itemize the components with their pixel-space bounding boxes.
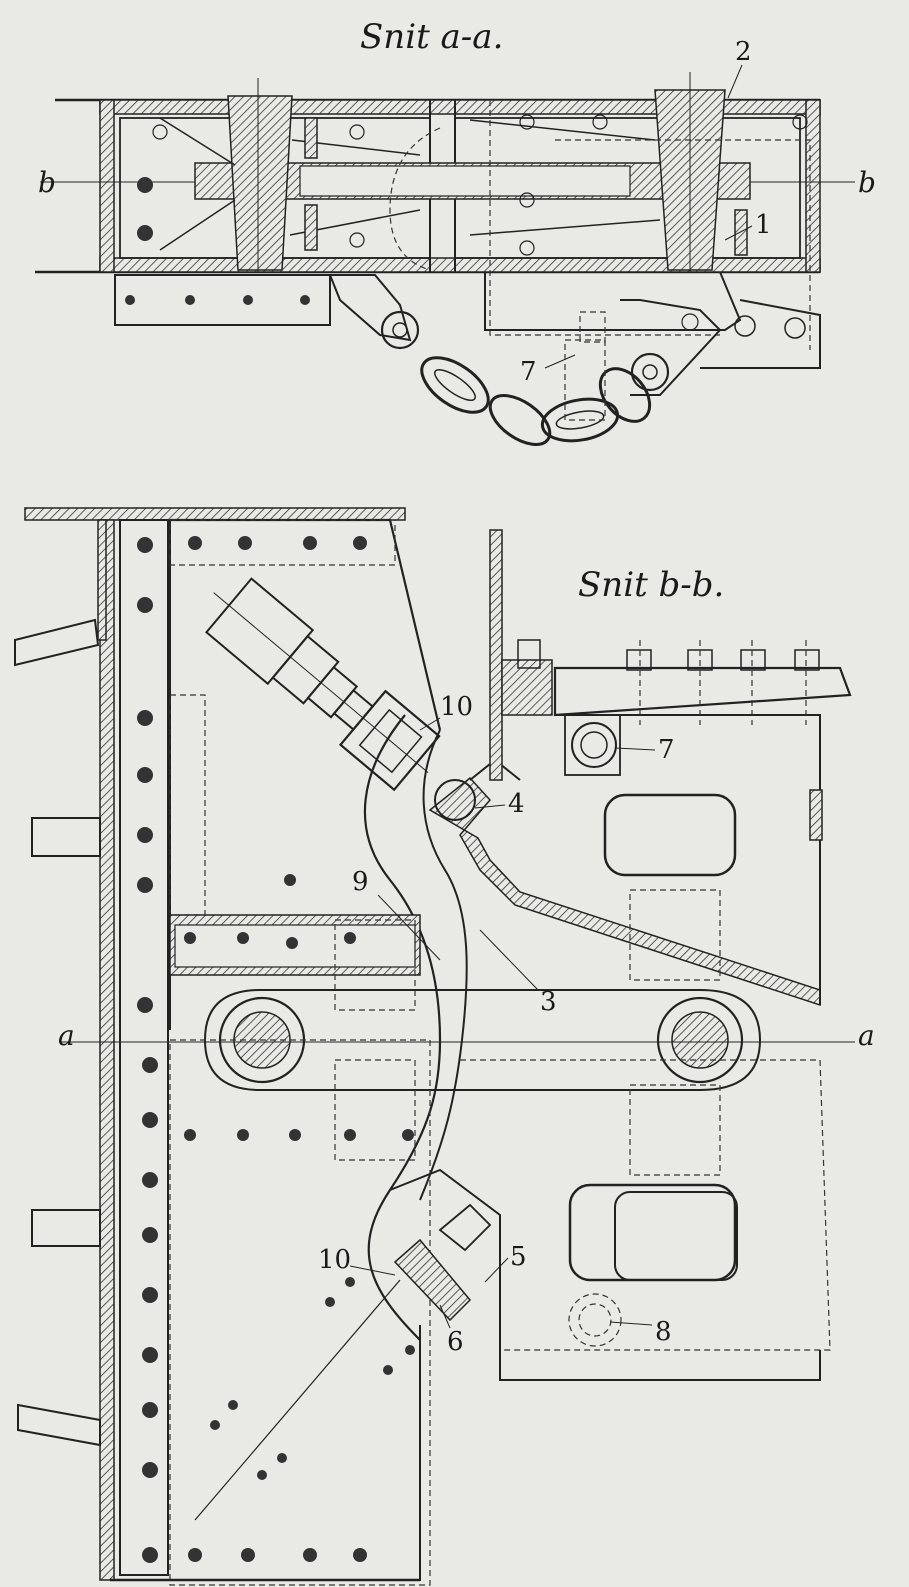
label-9: 9 xyxy=(352,867,369,897)
label-5: 5 xyxy=(510,1242,527,1272)
rivets-top xyxy=(137,114,808,256)
section-b-b-view: Snit b-b. xyxy=(14,507,875,1586)
label-a-left: a xyxy=(58,1019,75,1052)
label-2: 2 xyxy=(735,37,752,67)
section-a-a-view: Snit a-a. xyxy=(35,17,876,446)
label-10-lower: 10 xyxy=(318,1245,351,1275)
lower-plate-rivets xyxy=(125,295,310,305)
upper-rivets xyxy=(188,536,367,886)
label-b-right: b xyxy=(858,166,876,199)
lower-rivets xyxy=(184,1129,415,1562)
label-8: 8 xyxy=(655,1317,672,1347)
chain xyxy=(420,356,652,446)
label-1-top: 1 xyxy=(755,210,772,240)
buffer-upper xyxy=(205,577,441,792)
label-7-top: 7 xyxy=(520,357,537,387)
label-10-upper: 10 xyxy=(440,692,473,722)
label-b-left: b xyxy=(38,166,56,199)
label-a-right: a xyxy=(858,1019,875,1052)
section-a-title: Snit a-a. xyxy=(360,17,503,57)
label-4: 4 xyxy=(508,789,525,819)
left-column-rivets xyxy=(137,537,158,1563)
label-7-bottom: 7 xyxy=(658,735,675,765)
label-3: 3 xyxy=(540,987,557,1017)
label-6: 6 xyxy=(447,1327,464,1357)
section-b-title: Snit b-b. xyxy=(578,565,724,605)
bar-rivets xyxy=(184,932,356,949)
bolts-top-right xyxy=(517,639,820,725)
